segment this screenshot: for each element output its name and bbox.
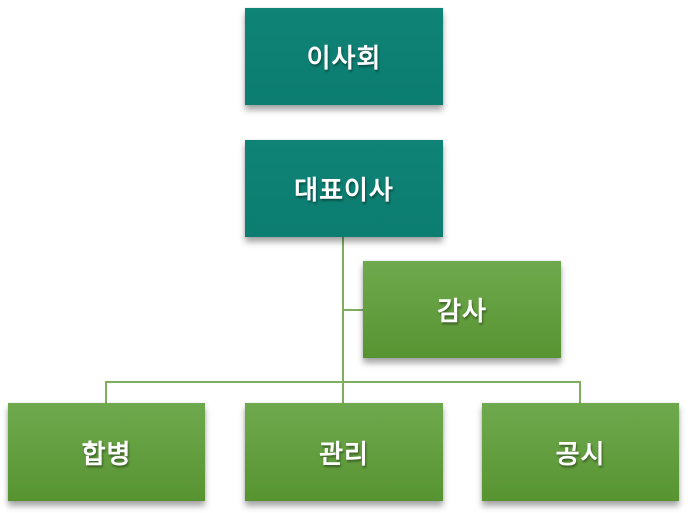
org-node-ceo: 대표이사 <box>245 140 443 237</box>
org-node-board: 이사회 <box>245 8 443 105</box>
org-node-board-label: 이사회 <box>306 43 382 73</box>
org-node-ceo-label: 대표이사 <box>294 175 394 205</box>
connector-drop-disclosure <box>579 381 581 403</box>
org-node-management: 관리 <box>245 403 443 501</box>
org-node-disclosure: 공시 <box>482 403 679 501</box>
connector-ceo-vertical <box>342 237 344 403</box>
org-node-auditor-label: 감사 <box>437 296 487 326</box>
org-node-management-label: 관리 <box>319 438 369 469</box>
connector-distribution-bar <box>105 381 581 383</box>
org-node-disclosure-label: 공시 <box>555 438 606 469</box>
connector-auditor-stub <box>343 309 364 311</box>
org-node-auditor: 감사 <box>363 261 561 358</box>
connector-drop-merger <box>105 381 107 403</box>
org-node-merger-label: 합병 <box>81 438 132 469</box>
org-node-merger: 합병 <box>8 403 205 501</box>
